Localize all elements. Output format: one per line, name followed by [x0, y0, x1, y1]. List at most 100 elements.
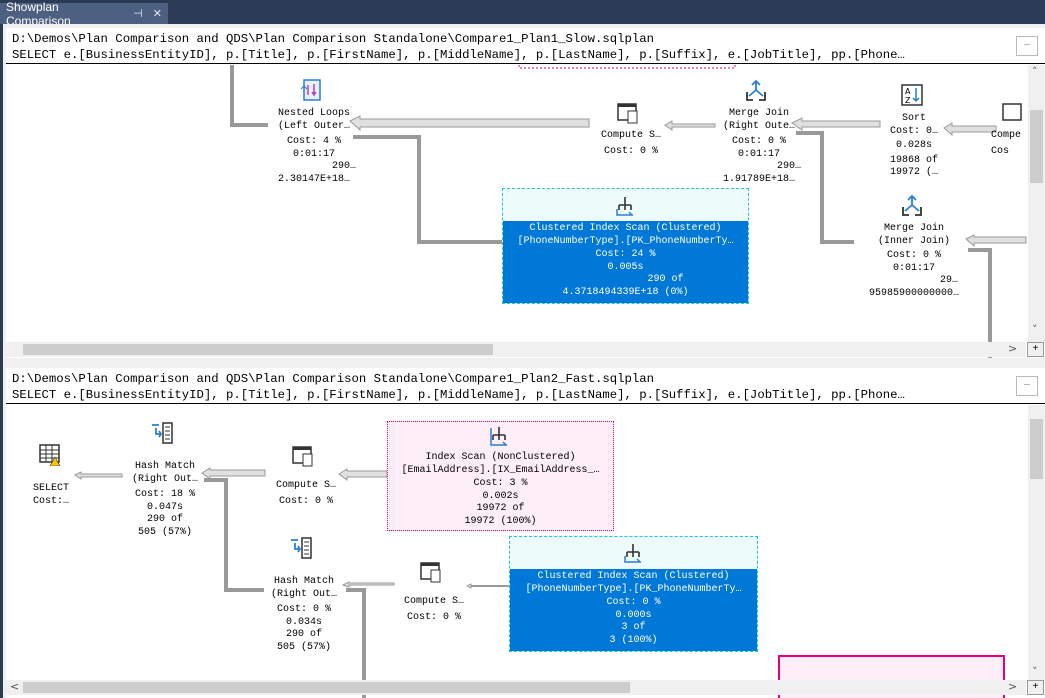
zoom-navigator-button[interactable]: +: [1027, 342, 1044, 357]
document-tab-bar: Showplan Comparison ⊣ ✕: [0, 0, 1045, 28]
node-label: SELECT: [32, 483, 69, 494]
compute-scalar-node[interactable]: Compute S…Cost: 0 %: [261, 480, 351, 508]
scroll-down-arrow[interactable]: ˅: [1032, 665, 1038, 678]
node-time: 0:01:17: [737, 148, 780, 160]
node-time: 0:01:17: [892, 262, 935, 274]
top-vertical-scrollbar[interactable]: ˄ ˅: [1028, 65, 1045, 342]
compute-scalar-node[interactable]: Compute S… Cost: 0 %: [581, 130, 681, 158]
node-estimate: 95985900000000…: [868, 287, 959, 299]
node-cost: Cost: 0 %: [276, 604, 331, 615]
node-estimate: 3 (100%): [609, 634, 658, 646]
node-cost: Cost: 0 %: [606, 597, 661, 608]
clustered-index-scan-node-selected[interactable]: Clustered Index Scan (Clustered)[PhoneNu…: [502, 188, 749, 304]
top-minimize-button[interactable]: _: [1016, 36, 1038, 56]
scroll-left-arrow[interactable]: <: [10, 680, 20, 693]
node-label: Index Scan (NonClustered): [425, 452, 576, 463]
merge-join-right-outer-node[interactable]: Merge Join(Right Oute… Cost: 0 %0:01:17 …: [699, 108, 819, 186]
comparison-window: D:\Demos\Plan Comparison and QDS\Plan Co…: [3, 24, 1045, 698]
node-estimate: 1.91789E+18…: [722, 173, 795, 185]
scrollbar-thumb[interactable]: [23, 682, 630, 693]
node-time: 0.005s: [607, 261, 644, 273]
compute-scalar-node[interactable]: Compute S…Cost: 0 %: [389, 596, 479, 624]
node-cost: Cost: 4 %: [286, 136, 341, 147]
bottom-horizontal-scrollbar[interactable]: < >: [6, 680, 1026, 695]
merge-join-inner-node[interactable]: Merge Join(Inner Join) Cost: 0 %0:01:17 …: [854, 223, 974, 300]
clustered-index-scan-node-selected[interactable]: Clustered Index Scan (Clustered)[PhoneNu…: [509, 536, 758, 652]
node-rows: 290 of: [647, 274, 684, 285]
node-label: (Right Out…: [131, 473, 198, 485]
select-warning-icon: [39, 444, 61, 466]
scroll-right-arrow[interactable]: >: [1008, 342, 1018, 355]
compute-scalar-icon: [292, 446, 313, 467]
node-time: 0.034s: [285, 616, 322, 628]
hash-match-icon: [152, 422, 173, 444]
zoom-navigator-button[interactable]: +: [1027, 680, 1044, 695]
bottom-vertical-scrollbar[interactable]: ˅: [1028, 405, 1045, 683]
node-estimate: 505 (57%): [276, 641, 331, 653]
node-label: Nested Loops: [277, 108, 350, 119]
scrollbar-thumb[interactable]: [23, 344, 493, 355]
node-object: [PhoneNumberType].[PK_PhoneNumberTy…: [517, 235, 734, 247]
sort-icon: AZ: [901, 84, 923, 106]
node-cost: Cos: [991, 145, 1010, 157]
compute-scalar-icon: [617, 103, 638, 124]
node-estimate: 4.3718494339E+18 (0%): [562, 286, 689, 298]
compute-scalar-icon: [420, 562, 441, 583]
nested-loops-node[interactable]: Nested Loops(Left Outer… Cost: 4 %0:01:1…: [254, 108, 374, 186]
node-cost: Cost: 24 %: [595, 249, 656, 260]
scroll-up-arrow[interactable]: ˄: [1032, 65, 1038, 78]
node-rows: 290 of: [146, 514, 183, 525]
node-label: Merge Join: [728, 108, 789, 119]
scrollbar-thumb[interactable]: [1030, 110, 1043, 183]
node-rows: 19868 of: [889, 154, 938, 166]
node-object: [PhoneNumberType].[PK_PhoneNumberTy…: [525, 583, 742, 595]
scroll-down-arrow[interactable]: ˅: [1032, 323, 1038, 336]
clustered-index-scan-icon: [624, 544, 641, 563]
node-cost: Cost: 0 %: [731, 136, 786, 147]
top-connectors: [230, 65, 1027, 358]
svg-text:Z: Z: [905, 96, 911, 105]
nested-loops-icon: [300, 79, 321, 101]
pin-icon[interactable]: ⊣: [133, 8, 143, 20]
node-label: Merge Join: [883, 223, 944, 234]
merge-join-icon: [902, 195, 922, 216]
bottom-plan-header: D:\Demos\Plan Comparison and QDS\Plan Co…: [6, 368, 1045, 404]
node-label: Clustered Index Scan (Clustered): [537, 571, 730, 582]
close-icon[interactable]: ✕: [152, 8, 162, 20]
node-label: Hash Match: [273, 576, 334, 587]
svg-text:A: A: [905, 87, 911, 96]
index-scan-node-matched[interactable]: Index Scan (NonClustered)[EmailAddress].…: [387, 421, 614, 531]
scroll-right-arrow[interactable]: >: [1008, 680, 1018, 693]
bottom-plan-query: SELECT e.[BusinessEntityID], p.[Title], …: [12, 388, 905, 402]
node-label: Sort: [901, 113, 926, 124]
node-time: 0.000s: [615, 609, 652, 621]
hash-match-node[interactable]: Hash Match(Right Out… Cost: 0 %0.034s 29…: [259, 576, 349, 654]
node-cost: Cost: 3 %: [473, 478, 528, 489]
top-plan-pane: D:\Demos\Plan Comparison and QDS\Plan Co…: [6, 28, 1045, 358]
node-label: Clustered Index Scan (Clustered): [529, 223, 722, 234]
node-time: 0.047s: [146, 501, 183, 513]
node-cost: Cost: 0…: [889, 125, 938, 137]
node-rows: 290…: [331, 161, 356, 172]
node-time: 0.002s: [482, 490, 519, 502]
tab-showplan-comparison[interactable]: Showplan Comparison ⊣ ✕: [0, 0, 168, 28]
node-label: (Left Outer…: [277, 120, 350, 132]
node-time: 0.028s: [895, 140, 932, 151]
bottom-minimize-button[interactable]: _: [1016, 376, 1038, 396]
node-cost: Cost: 18 %: [134, 489, 195, 500]
node-label: Compute S…: [600, 130, 661, 141]
index-scan-icon: [490, 427, 507, 446]
bottom-plan-pane: D:\Demos\Plan Comparison and QDS\Plan Co…: [6, 368, 1045, 698]
scrollbar-thumb[interactable]: [1030, 419, 1043, 479]
node-label: Compe: [991, 130, 1022, 141]
node-cost: Cost: 0 %: [603, 145, 658, 157]
hash-match-node[interactable]: Hash Match(Right Out… Cost: 18 %0.047s 2…: [120, 461, 210, 539]
node-estimate: 505 (57%): [137, 526, 192, 538]
top-horizontal-scrollbar[interactable]: >: [6, 342, 1026, 357]
node-object: [EmailAddress].[IX_EmailAddress_…: [401, 464, 600, 476]
